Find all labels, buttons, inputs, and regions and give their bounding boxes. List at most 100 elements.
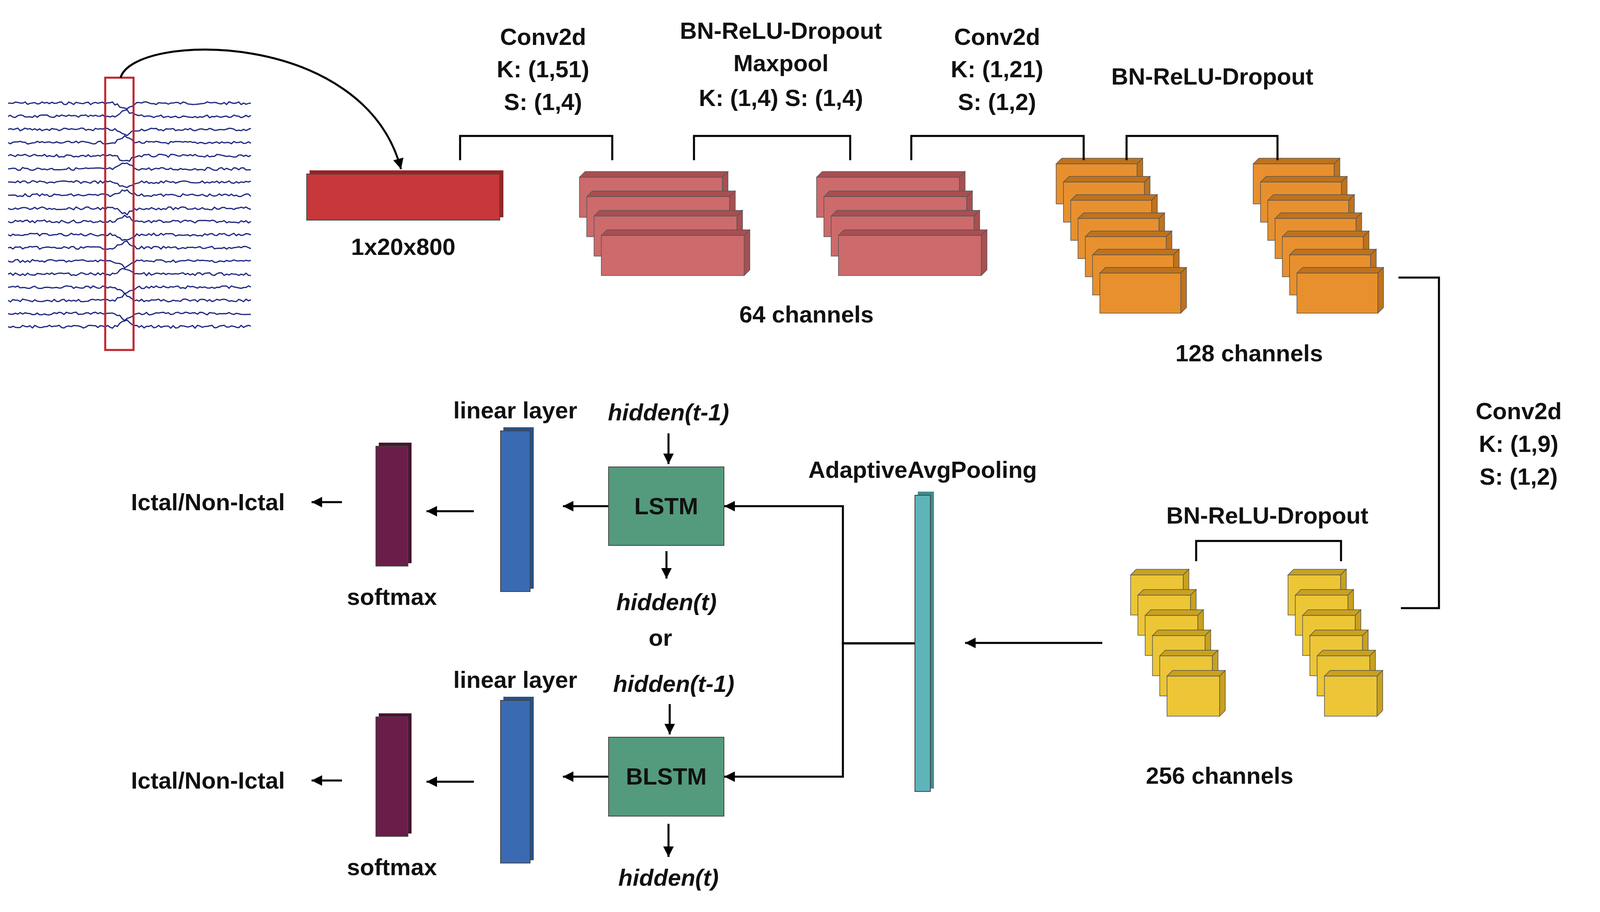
- slab-top: [1288, 569, 1347, 576]
- arrow: [965, 642, 1103, 645]
- slab-top: [579, 171, 728, 178]
- arrow: [311, 779, 342, 782]
- eeg-trace: [8, 154, 251, 162]
- slab-front: [838, 235, 982, 276]
- feature-maps: [579, 158, 1384, 717]
- slab-top: [1092, 249, 1180, 255]
- layer-label: S: (1,2): [957, 88, 1036, 116]
- slab-top: [1309, 630, 1369, 636]
- brackets: [460, 135, 1439, 609]
- linear-bar: linear layer: [500, 700, 531, 864]
- layer-label: 128 channels: [1175, 339, 1323, 368]
- eeg-trace: [8, 189, 251, 197]
- slab-top: [1152, 630, 1211, 636]
- connector: [724, 643, 915, 777]
- layer-label: 64 channels: [739, 301, 874, 329]
- bracket: [1196, 541, 1342, 562]
- eeg-trace: [8, 233, 251, 241]
- slab-side: [1219, 670, 1226, 717]
- layer-label: or: [648, 624, 673, 652]
- layer-label: K: (1,21): [950, 55, 1044, 83]
- arrows: [311, 433, 1103, 858]
- layer-label: BN-ReLU-Dropout: [679, 17, 882, 45]
- blstm-box: BLSTM: [608, 736, 725, 817]
- softmax-bar: softmax: [375, 445, 409, 567]
- layer-label: Conv2d: [500, 23, 587, 51]
- slab-top: [1145, 609, 1204, 616]
- pooling-bar: AdaptiveAvgPooling: [914, 494, 931, 792]
- layer-label: Maxpool: [733, 49, 829, 77]
- slab-top: [1056, 158, 1143, 164]
- bracket: [1398, 277, 1439, 609]
- layer-label: Conv2d: [1475, 397, 1562, 425]
- eeg-trace: [8, 320, 251, 329]
- input-block: 1x20x800: [306, 173, 501, 221]
- slab-top: [838, 229, 987, 236]
- layer-label: K: (1,9): [1479, 430, 1559, 458]
- slab-top: [1296, 267, 1384, 274]
- slab-front: [1324, 676, 1378, 717]
- slab-top: [1282, 231, 1369, 237]
- eeg-trace: [8, 207, 251, 216]
- slab-top: [601, 229, 750, 236]
- eeg-trace: [8, 180, 251, 188]
- linear-bar: linear layer: [500, 430, 531, 593]
- eeg-trace: [8, 135, 251, 145]
- arrow: [667, 433, 670, 465]
- arrow: [311, 501, 342, 504]
- layer-label: K: (1,4) S: (1,4): [698, 84, 864, 112]
- layer-label: Ictal/Non-Ictal: [131, 767, 285, 795]
- slab-top: [1137, 589, 1197, 596]
- state-label: hidden(t): [618, 864, 719, 892]
- connector: [562, 505, 609, 508]
- slab-top: [1289, 249, 1377, 255]
- node-heading: 1x20x800: [350, 233, 456, 261]
- layer-label: Conv2d: [954, 23, 1041, 51]
- slab-top: [1099, 267, 1187, 274]
- slab-top: [831, 210, 980, 217]
- arrow: [667, 823, 670, 858]
- connector: [426, 780, 474, 784]
- slab-side: [981, 229, 987, 276]
- node-text: BLSTM: [625, 763, 707, 791]
- connector: [426, 510, 474, 513]
- connector: [724, 506, 915, 644]
- eeg-trace: [8, 259, 251, 269]
- node-text: LSTM: [634, 492, 699, 520]
- slab-top: [816, 171, 966, 178]
- bracket: [460, 135, 613, 161]
- layer-label: BN-ReLU-Dropout: [1111, 63, 1314, 91]
- slab-front: [1167, 676, 1220, 717]
- softmax-bar: softmax: [375, 716, 409, 837]
- bracket: [911, 135, 1084, 161]
- slab-side: [744, 229, 750, 276]
- node-heading: softmax: [346, 583, 437, 611]
- layer-label: BN-ReLU-Dropout: [1166, 502, 1369, 530]
- window-arrow: [120, 49, 402, 170]
- bracket: [693, 135, 851, 161]
- arrow: [665, 551, 668, 579]
- node-heading: AdaptiveAvgPooling: [808, 456, 1038, 484]
- eeg-trace: [8, 293, 251, 302]
- node-heading: softmax: [346, 853, 437, 881]
- state-label: hidden(t-1): [607, 398, 730, 427]
- arrow: [668, 704, 671, 735]
- slab-front: [601, 235, 745, 276]
- window-box: [105, 77, 134, 351]
- slab-top: [1317, 650, 1376, 656]
- state-label: hidden(t): [616, 588, 717, 616]
- slab-front: [1099, 273, 1181, 314]
- layer-label: S: (1,2): [1479, 463, 1558, 491]
- slab-top: [823, 190, 973, 197]
- eeg-trace: [8, 268, 251, 276]
- slab-top: [1253, 158, 1340, 164]
- slab-top: [1302, 609, 1361, 616]
- eeg-trace: [8, 312, 251, 321]
- node-heading: linear layer: [453, 666, 578, 694]
- slab-top: [1063, 176, 1151, 183]
- eeg-trace: [8, 163, 251, 171]
- slab-side: [1377, 670, 1383, 717]
- slab-top: [586, 190, 736, 197]
- lstm-box: LSTM: [608, 466, 725, 546]
- layer-label: Ictal/Non-Ictal: [131, 488, 285, 516]
